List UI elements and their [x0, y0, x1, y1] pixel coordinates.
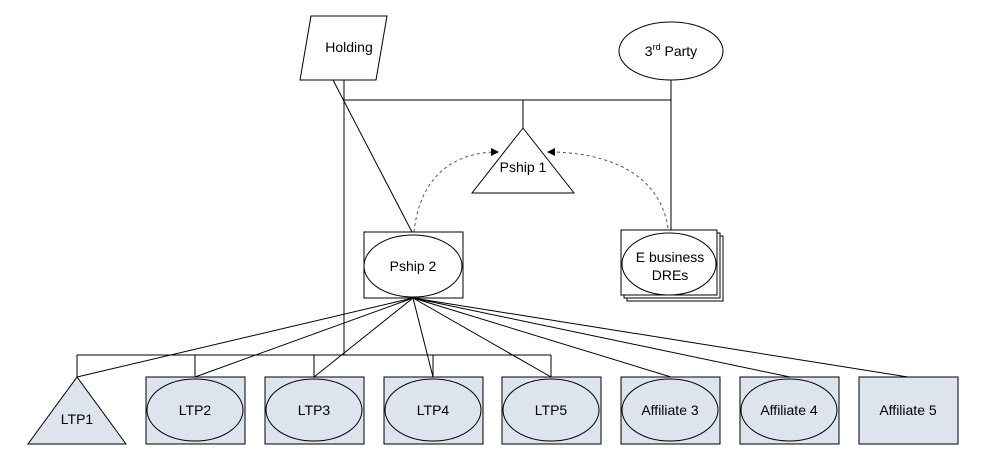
node-pship2: Pship 2: [363, 231, 464, 299]
node-ltp4: LTP4: [383, 376, 484, 445]
fan-line-affiliate4: [412, 297, 791, 378]
node-ltp2: LTP2: [145, 376, 246, 445]
node-ltp3: LTP3: [264, 376, 365, 445]
fan-line-affiliate5: [412, 297, 909, 378]
node-ltp1: LTP1: [27, 376, 127, 445]
affiliate5-rect: [858, 376, 959, 445]
pship2-ellipse: [363, 234, 463, 298]
ltp1-label: LTP1: [61, 411, 94, 427]
node-third-party: 3rd Party: [618, 21, 724, 81]
ltp4-ellipse: [384, 378, 482, 442]
node-ebusiness-dres: E business DREs: [620, 229, 724, 302]
ltp4-label: LTP4: [417, 402, 450, 418]
ltp3-label: LTP3: [298, 402, 331, 418]
connectors: [76, 79, 909, 378]
third-party-label-sup: rd: [653, 42, 661, 52]
ebusiness-ellipse: [621, 232, 717, 296]
ltp3-ellipse: [265, 378, 363, 442]
node-holding: Holding: [299, 15, 388, 81]
affiliate4-ellipse: [740, 378, 838, 442]
affiliate3-label: Affiliate 3: [641, 402, 699, 418]
node-ltp5: LTP5: [501, 376, 602, 445]
pship1-triangle: [470, 127, 576, 194]
ltp5-label: LTP5: [535, 402, 568, 418]
node-affiliate5: Affiliate 5: [858, 376, 959, 445]
third-party-label-base: 3: [645, 43, 653, 59]
third-party-label: 3rd Party: [645, 42, 697, 59]
node-pship1: Pship 1: [470, 127, 576, 194]
pship2-label: Pship 2: [390, 258, 437, 274]
ltp2-label: LTP2: [179, 402, 212, 418]
ltp2-ellipse: [146, 378, 244, 442]
fan-line-ltp3: [313, 297, 414, 378]
holding-parallelogram: [299, 15, 388, 81]
fan-line-ltp5: [412, 297, 552, 378]
node-affiliate3: Affiliate 3: [620, 376, 721, 445]
pship1-label: Pship 1: [500, 159, 547, 175]
fan-line-affiliate3: [412, 297, 672, 378]
affiliate4-label: Affiliate 4: [760, 402, 818, 418]
ebusiness-label-line2: DREs: [652, 267, 689, 283]
dashed-arrow-ebusiness-to-pship1: [547, 148, 669, 229]
node-affiliate4: Affiliate 4: [739, 376, 840, 445]
fan-line-ltp1: [76, 297, 414, 378]
third-party-label-tail: Party: [661, 43, 698, 59]
fan-line-ltp2: [194, 297, 414, 378]
fan-line-ltp4: [412, 297, 434, 378]
ebusiness-label-line1: E business: [636, 249, 704, 265]
ltp1-triangle: [27, 376, 127, 445]
holding-to-pship2-line: [332, 79, 413, 233]
holding-label: Holding: [325, 39, 372, 55]
affiliate5-label: Affiliate 5: [879, 402, 937, 418]
ltp5-ellipse: [502, 378, 600, 442]
third-party-ellipse: [618, 21, 724, 81]
dashed-arrow-pship2-to-pship1: [413, 148, 499, 233]
affiliate3-ellipse: [621, 378, 719, 442]
